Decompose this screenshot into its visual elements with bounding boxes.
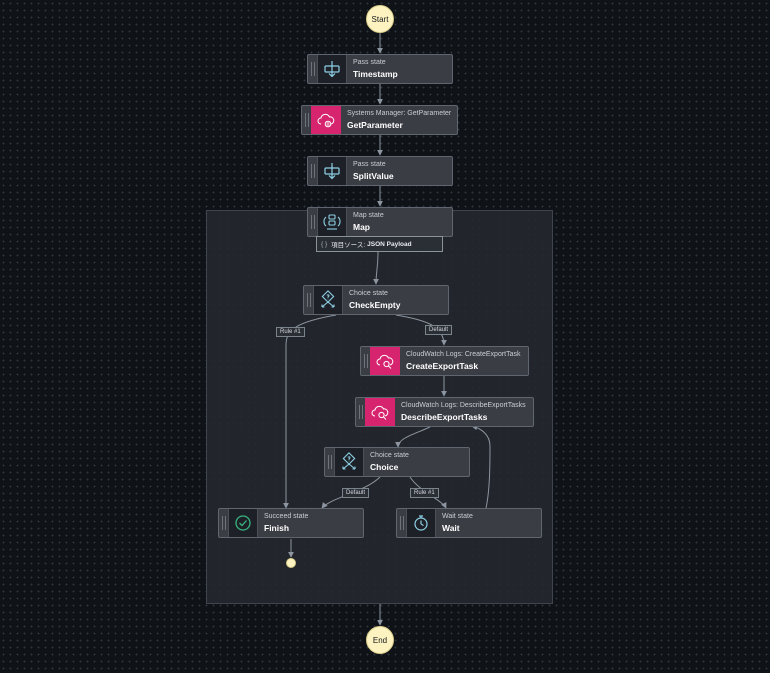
edge-label-default[interactable]: Default	[425, 325, 453, 335]
item-source-value: JSON Payload	[367, 240, 412, 248]
edge-checkempty-finish	[283, 314, 337, 509]
item-source-prefix: 項目ソース:	[331, 242, 366, 249]
drag-handle[interactable]	[397, 509, 406, 537]
state-name-label: Timestamp	[353, 69, 398, 79]
stopwatch-icon	[406, 509, 436, 537]
edge-label-default[interactable]: Default	[342, 488, 370, 498]
cloud-search-icon	[370, 347, 400, 375]
state-type-label: Pass state	[353, 161, 386, 168]
cloud-settings-icon	[311, 106, 341, 134]
edge-describe-choice	[395, 426, 431, 448]
pass-icon	[317, 157, 347, 185]
state-name-label: GetParameter	[347, 120, 403, 130]
state-name-label: Choice	[370, 462, 399, 472]
start-node[interactable]: Start	[366, 5, 394, 33]
drag-handle[interactable]	[308, 208, 317, 236]
state-name-label: Map	[353, 222, 370, 232]
drag-handle[interactable]	[304, 286, 313, 314]
map-icon	[317, 208, 347, 236]
choice-icon	[313, 286, 343, 314]
drag-handle[interactable]	[361, 347, 370, 375]
state-name-label: Wait	[442, 523, 460, 533]
state-type-label: CloudWatch Logs: CreateExportTask	[406, 351, 521, 358]
cloud-search-icon	[365, 398, 395, 426]
braces-icon: { }	[321, 240, 328, 248]
edge-checkempty-create	[395, 314, 447, 346]
state-type-label: CloudWatch Logs: DescribeExportTasks	[401, 402, 526, 409]
start-label: Start	[371, 14, 389, 24]
edge-label-rule1[interactable]: Rule #1	[410, 488, 439, 498]
edge-map-checkempty	[373, 251, 380, 285]
pass-icon	[317, 55, 347, 83]
drag-handle[interactable]	[302, 106, 311, 134]
state-name-label: Finish	[264, 523, 290, 533]
state-type-label: Systems Manager: GetParameter	[347, 110, 452, 117]
state-type-label: Map state	[353, 212, 384, 219]
state-name-label: CheckEmpty	[349, 300, 401, 310]
state-name-label: DescribeExportTasks	[401, 412, 488, 422]
state-name-label: SplitValue	[353, 171, 394, 181]
item-source-badge[interactable]: { } 項目ソース: JSON Payload	[316, 236, 443, 252]
drag-handle[interactable]	[325, 448, 334, 476]
drag-handle[interactable]	[308, 55, 317, 83]
state-type-label: Succeed state	[264, 513, 309, 520]
drag-handle[interactable]	[308, 157, 317, 185]
check-circle-icon	[228, 509, 258, 537]
state-type-label: Choice state	[370, 452, 409, 459]
state-type-label: Choice state	[349, 290, 388, 297]
map-iteration-end-dot	[286, 558, 296, 568]
drag-handle[interactable]	[356, 398, 365, 426]
edge-wait-describe	[471, 424, 491, 509]
choice-icon	[334, 448, 364, 476]
end-node[interactable]: End	[366, 626, 394, 654]
state-type-label: Pass state	[353, 59, 386, 66]
state-type-label: Wait state	[442, 513, 473, 520]
end-label: End	[372, 635, 388, 645]
drag-handle[interactable]	[219, 509, 228, 537]
state-name-label: CreateExportTask	[406, 361, 479, 371]
edge-label-rule1[interactable]: Rule #1	[276, 327, 305, 337]
